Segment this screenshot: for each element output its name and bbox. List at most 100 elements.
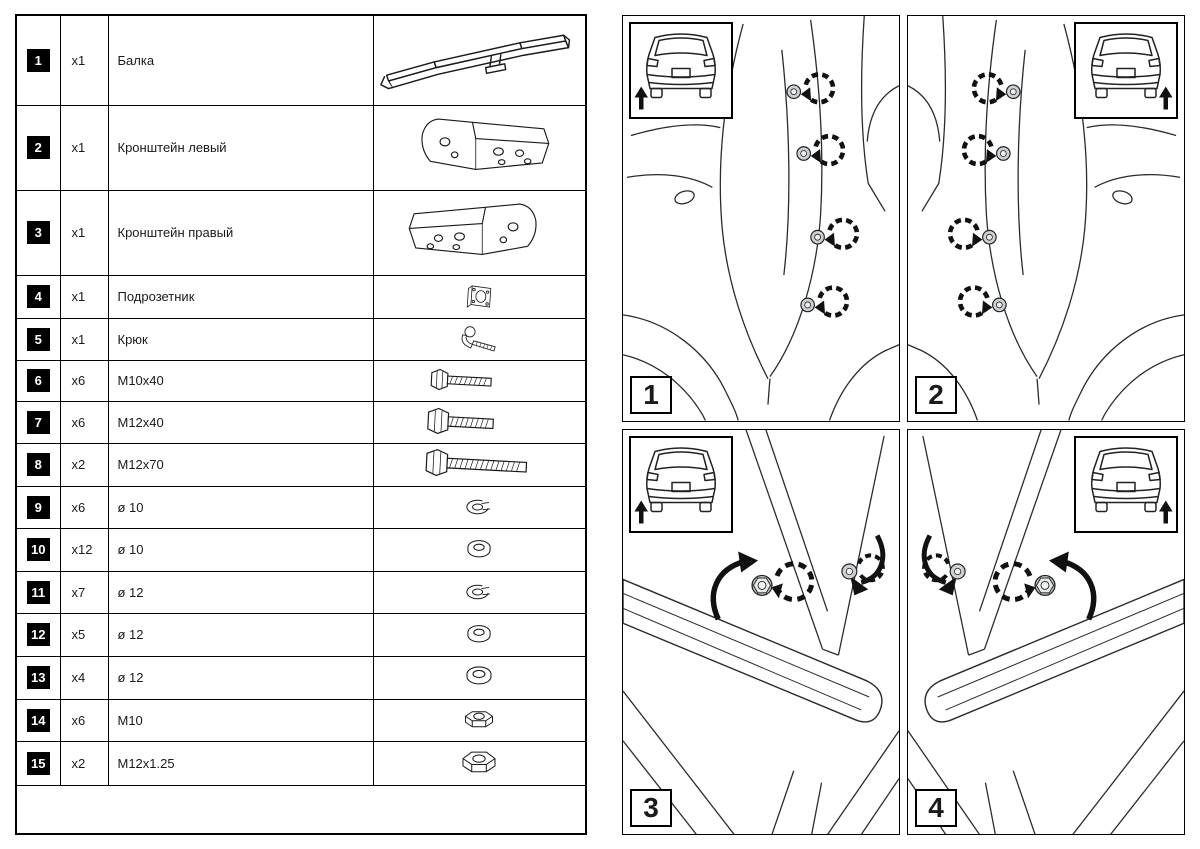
spring-washer-icon [379,577,579,607]
step-panel-2: 2 [907,15,1185,422]
part-name: ø 10 [107,527,374,572]
car-position-inset [1074,22,1178,119]
table-row: 15 x2 M12x1.25 [15,740,587,786]
table-row: 9 x6 ø 10 [15,485,587,529]
empty-cell [15,784,587,835]
part-number-cell: 6 [15,359,61,402]
part-illustration-cell [372,655,587,700]
part-number-badge: 7 [26,410,50,434]
part-quantity: x6 [59,400,109,444]
part-number-badge: 13 [26,666,50,689]
part-number-cell: 4 [15,274,61,319]
part-illustration-cell [372,189,587,276]
parts-table: 1 x1 Балка 2 x1 Кронштейн левый 3 x1 Кро… [15,14,587,835]
part-illustration-cell [372,400,587,444]
steps-grid: 1 2 3 4 [622,15,1185,835]
part-number-cell: 2 [15,104,61,191]
bracket-right-icon [379,196,579,269]
table-row-empty [15,784,587,835]
table-row: 13 x4 ø 12 [15,655,587,700]
part-name: Подрозетник [107,274,374,319]
car-position-inset [629,435,733,533]
part-quantity: x12 [59,527,109,572]
part-name: M12x1.25 [107,740,374,786]
step-number-badge: 1 [630,375,672,414]
parts-table-body: 1 x1 Балка 2 x1 Кронштейн левый 3 x1 Кро… [15,14,587,786]
part-number-badge: 12 [26,623,50,646]
hook-icon [379,324,579,354]
table-row: 2 x1 Кронштейн левый [15,104,587,191]
part-number-cell: 7 [15,400,61,444]
part-quantity: x6 [59,698,109,742]
part-illustration-cell [372,104,587,191]
part-name: ø 12 [107,612,374,657]
part-number-cell: 5 [15,317,61,361]
part-number-cell: 1 [15,14,61,106]
part-name: Балка [107,14,374,106]
part-illustration-cell [372,442,587,487]
part-name: ø 12 [107,655,374,700]
part-number-cell: 13 [15,655,61,700]
bolt-m10x40-icon [379,366,579,395]
part-illustration-cell [372,740,587,786]
part-number-badge: 4 [26,285,50,308]
car-rear-icon [631,438,731,531]
flat-washer-icon [379,619,579,650]
part-quantity: x5 [59,612,109,657]
part-number-cell: 9 [15,485,61,529]
table-row: 1 x1 Балка [15,14,587,106]
part-number-badge: 1 [26,48,50,72]
part-name: M10 [107,698,374,742]
nut-large-icon [379,747,579,779]
beam-icon [379,21,579,99]
part-quantity: x1 [59,317,109,361]
nut-icon [379,705,579,735]
car-rear-icon [1076,438,1176,531]
part-name: M12x40 [107,400,374,444]
part-illustration-cell [372,14,587,106]
car-position-inset [1074,435,1178,533]
step-number-badge: 2 [915,375,957,414]
part-quantity: x6 [59,359,109,402]
step-panel-3: 3 [622,428,900,835]
bolt-m12x70-icon [379,449,579,480]
part-number-badge: 8 [26,453,50,476]
table-row: 4 x1 Подрозетник [15,274,587,319]
part-quantity: x1 [59,14,109,106]
part-number-badge: 9 [26,495,50,519]
part-quantity: x2 [59,442,109,487]
car-rear-icon [631,24,731,117]
step-number-badge: 3 [630,789,672,827]
table-row: 6 x6 M10x40 [15,359,587,402]
part-name: Кронштейн левый [107,104,374,191]
table-row: 10 x12 ø 10 [15,527,587,572]
table-row: 7 x6 M12x40 [15,400,587,444]
part-name: Кронштейн правый [107,189,374,276]
table-row: 14 x6 M10 [15,698,587,742]
part-number-badge: 3 [26,221,50,244]
part-number-cell: 15 [15,740,61,786]
step-number: 2 [928,378,944,410]
flat-washer-icon [379,534,579,565]
part-number-badge: 10 [26,538,50,561]
part-number-badge: 14 [26,708,50,732]
table-row: 5 x1 Крюк [15,317,587,361]
part-number-cell: 10 [15,527,61,572]
part-quantity: x4 [59,655,109,700]
part-number-cell: 12 [15,612,61,657]
part-name: ø 12 [107,570,374,614]
table-row: 11 x7 ø 12 [15,570,587,614]
part-quantity: x1 [59,104,109,191]
step-number: 4 [928,792,944,823]
part-name: Крюк [107,317,374,361]
part-illustration-cell [372,317,587,361]
part-quantity: x2 [59,740,109,786]
step-number: 1 [643,378,659,410]
part-number-cell: 14 [15,698,61,742]
part-number-badge: 6 [26,369,50,392]
table-row: 8 x2 M12x70 [15,442,587,487]
car-position-inset [629,22,733,119]
part-illustration-cell [372,570,587,614]
part-illustration-cell [372,359,587,402]
step-number: 3 [643,792,659,823]
